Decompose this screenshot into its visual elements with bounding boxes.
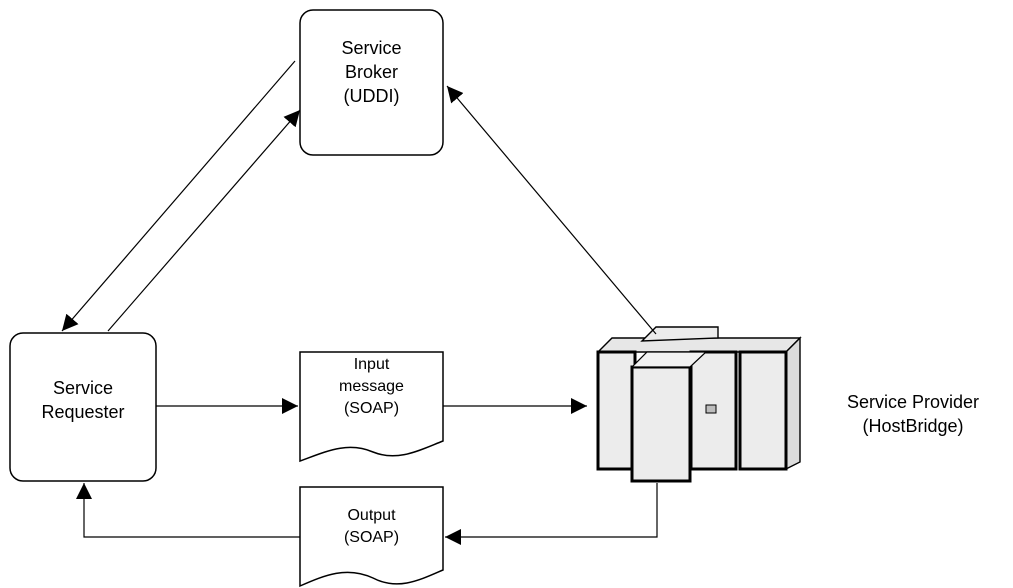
requester-to-broker-arrow — [107, 109, 301, 332]
output-to-requester-connector — [76, 483, 300, 538]
output-message-document-icon — [299, 486, 444, 588]
provider-to-output-connector — [445, 483, 658, 545]
input-message-document-icon — [299, 351, 444, 463]
provider-to-broker-arrow — [446, 85, 657, 335]
service-requester-box — [9, 332, 157, 482]
service-broker-box — [299, 9, 444, 156]
broker-to-requester-arrow — [61, 60, 296, 332]
mainframe-server-icon — [596, 326, 802, 483]
server-status-light-icon — [705, 404, 717, 414]
